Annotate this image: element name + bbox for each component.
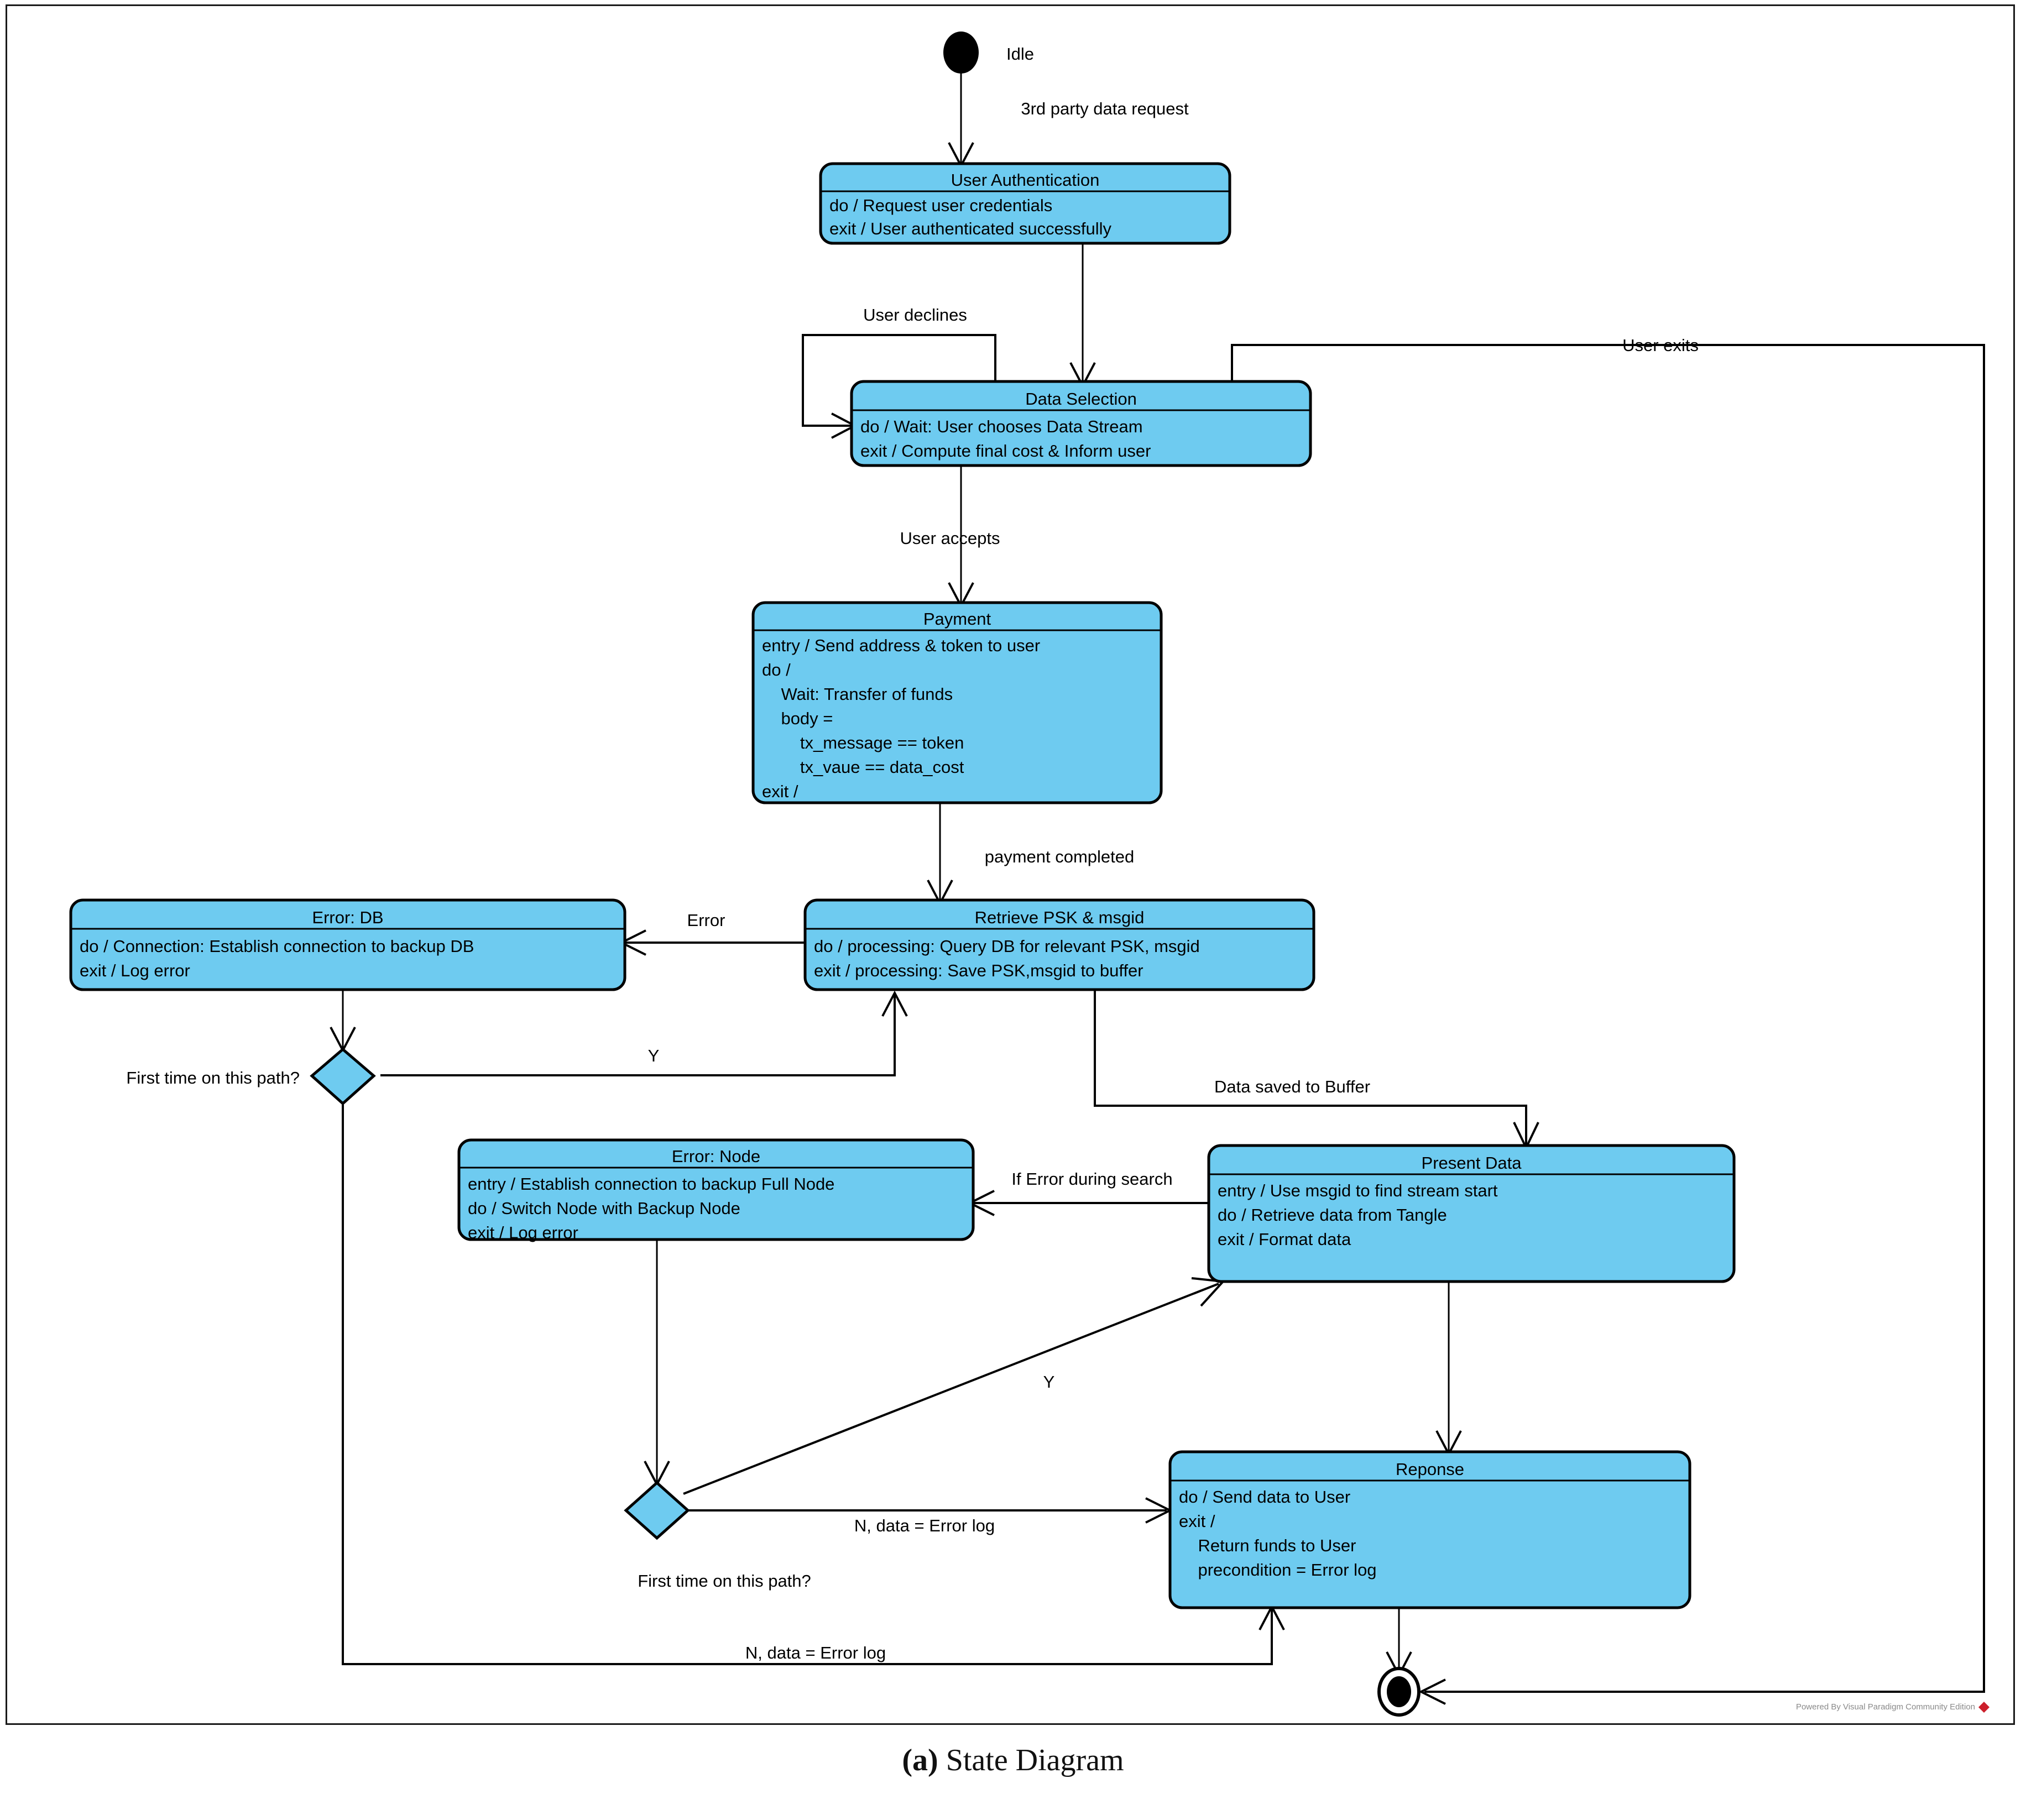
- state-line-selection-1: exit / Compute final cost & Inform user: [860, 441, 1151, 461]
- state-title-error-db: Error: DB: [312, 908, 383, 927]
- edge-label-node-no: N, data = Error log: [854, 1516, 995, 1535]
- vp-watermark-text: Powered By Visual Paradigm Community Edi…: [1796, 1702, 1975, 1712]
- state-title-payment: Payment: [923, 609, 991, 629]
- state-box-reponse: [1168, 1450, 1691, 1609]
- vp-logo-icon: [1978, 1702, 1990, 1713]
- state-line-errordb-0: do / Connection: Establish connection to…: [80, 937, 474, 956]
- state-user-authentication[interactable]: User Authentication do / Request user cr…: [819, 162, 1231, 245]
- state-present-data[interactable]: Present Data entry / Use msgid to find s…: [1207, 1144, 1736, 1283]
- state-title-reponse: Reponse: [1396, 1460, 1464, 1479]
- state-box-present-data: [1207, 1144, 1736, 1283]
- initial-state-node: [943, 32, 979, 74]
- state-line-payment-3: body =: [762, 709, 833, 728]
- edge-decisionnode-yes: [683, 1283, 1219, 1495]
- edge-label-user-accepts: User accepts: [900, 529, 1000, 548]
- decision-label-db: First time on this path?: [126, 1068, 300, 1087]
- state-line-auth-1: exit / User authenticated successfully: [829, 219, 1112, 238]
- state-line-payment-2: Wait: Transfer of funds: [762, 684, 953, 704]
- edge-label-payment-completed: payment completed: [985, 847, 1135, 866]
- figure-caption-text: State Diagram: [938, 1743, 1124, 1777]
- state-line-present-2: exit / Format data: [1218, 1230, 1351, 1249]
- state-title-present-data: Present Data: [1422, 1153, 1522, 1173]
- edge-label-db-no: N, data = Error log: [745, 1643, 886, 1662]
- state-box-payment: [751, 601, 1163, 804]
- edge-decisiondb-yes: [380, 995, 896, 1076]
- edge-label-error: Error: [687, 911, 725, 930]
- state-line-errornode-1: do / Switch Node with Backup Node: [468, 1199, 740, 1218]
- decision-diamond-node: [624, 1481, 690, 1540]
- state-line-present-1: do / Retrieve data from Tangle: [1218, 1205, 1447, 1225]
- decision-first-time-db[interactable]: First time on this path?: [126, 1047, 376, 1106]
- edge-user-declines: [802, 334, 996, 427]
- state-line-payment-6: exit /: [762, 782, 798, 801]
- state-line-errordb-1: exit / Log error: [80, 961, 190, 980]
- state-title-data-selection: Data Selection: [1025, 389, 1137, 409]
- state-line-auth-0: do / Request user credentials: [829, 196, 1052, 215]
- state-error-node[interactable]: Error: Node entry / Establish connection…: [457, 1138, 975, 1242]
- edge-retrieve-to-present: [1094, 990, 1527, 1146]
- state-line-reponse-1: exit /: [1179, 1512, 1215, 1531]
- edge-label-user-declines: User declines: [863, 305, 967, 325]
- state-line-payment-0: entry / Send address & token to user: [762, 636, 1040, 655]
- edge-label-node-yes: Y: [1043, 1372, 1055, 1392]
- state-line-retrieve-1: exit / processing: Save PSK,msgid to buf…: [814, 961, 1143, 980]
- state-line-reponse-2: Return funds to User: [1179, 1536, 1356, 1555]
- diagram-frame: [6, 4, 2015, 1725]
- edge-user-exits: [1231, 344, 1985, 1693]
- state-line-reponse-3: precondition = Error log: [1179, 1560, 1377, 1580]
- state-line-payment-5: tx_vaue == data_cost: [762, 757, 964, 777]
- decision-first-time-node[interactable]: First time on this path?: [624, 1481, 811, 1591]
- figure-caption: (a) State Diagram: [0, 1743, 2026, 1778]
- state-payment[interactable]: Payment entry / Send address & token to …: [751, 601, 1163, 804]
- state-line-errornode-2: exit / Log error: [468, 1223, 578, 1242]
- state-reponse[interactable]: Reponse do / Send data to User exit / Re…: [1168, 1450, 1691, 1609]
- state-line-reponse-0: do / Send data to User: [1179, 1487, 1350, 1507]
- decision-label-node: First time on this path?: [638, 1571, 811, 1591]
- state-line-present-0: entry / Use msgid to find stream start: [1218, 1181, 1498, 1200]
- edge-label-data-saved-to-buffer: Data saved to Buffer: [1214, 1077, 1370, 1096]
- figure-caption-label: (a): [902, 1743, 938, 1777]
- state-line-payment-1: do /: [762, 660, 791, 679]
- decision-diamond-db: [310, 1047, 376, 1106]
- state-title-user-authentication: User Authentication: [951, 170, 1100, 190]
- initial-state-label: Idle: [1006, 44, 1034, 64]
- state-title-error-node: Error: Node: [672, 1147, 760, 1166]
- edge-label-3rd-party-data-request: 3rd party data request: [1021, 99, 1189, 118]
- state-line-payment-4: tx_message == token: [762, 733, 964, 752]
- state-title-retrieve: Retrieve PSK & msgid: [975, 908, 1145, 927]
- state-line-errornode-0: entry / Establish connection to backup F…: [468, 1174, 834, 1194]
- final-state-node: [1387, 1676, 1411, 1707]
- state-diagram-canvas: Idle User Authentication do / Request us…: [69, 32, 1990, 1717]
- state-box-error-db: [69, 898, 626, 991]
- state-box-data-selection: [850, 380, 1312, 467]
- state-error-db[interactable]: Error: DB do / Connection: Establish con…: [69, 898, 626, 991]
- arrowhead-user-exits: [1418, 1678, 1446, 1705]
- edge-label-db-yes: Y: [648, 1046, 660, 1065]
- edge-decisiondb-no: [342, 1105, 1273, 1665]
- edge-label-user-exits: User exits: [1622, 336, 1699, 355]
- state-box-user-authentication: [819, 162, 1231, 245]
- state-data-selection[interactable]: Data Selection do / Wait: User chooses D…: [850, 380, 1312, 467]
- state-retrieve-psk-msgid[interactable]: Retrieve PSK & msgid do / processing: Qu…: [803, 898, 1315, 991]
- state-line-selection-0: do / Wait: User chooses Data Stream: [860, 417, 1143, 436]
- arrowhead-decisiondb-yes: [881, 990, 908, 1017]
- state-box-retrieve-psk-msgid: [803, 898, 1315, 991]
- edge-label-if-error-during-search: If Error during search: [1011, 1169, 1172, 1189]
- state-box-error-node: [457, 1138, 975, 1241]
- state-line-retrieve-0: do / processing: Query DB for relevant P…: [814, 937, 1200, 956]
